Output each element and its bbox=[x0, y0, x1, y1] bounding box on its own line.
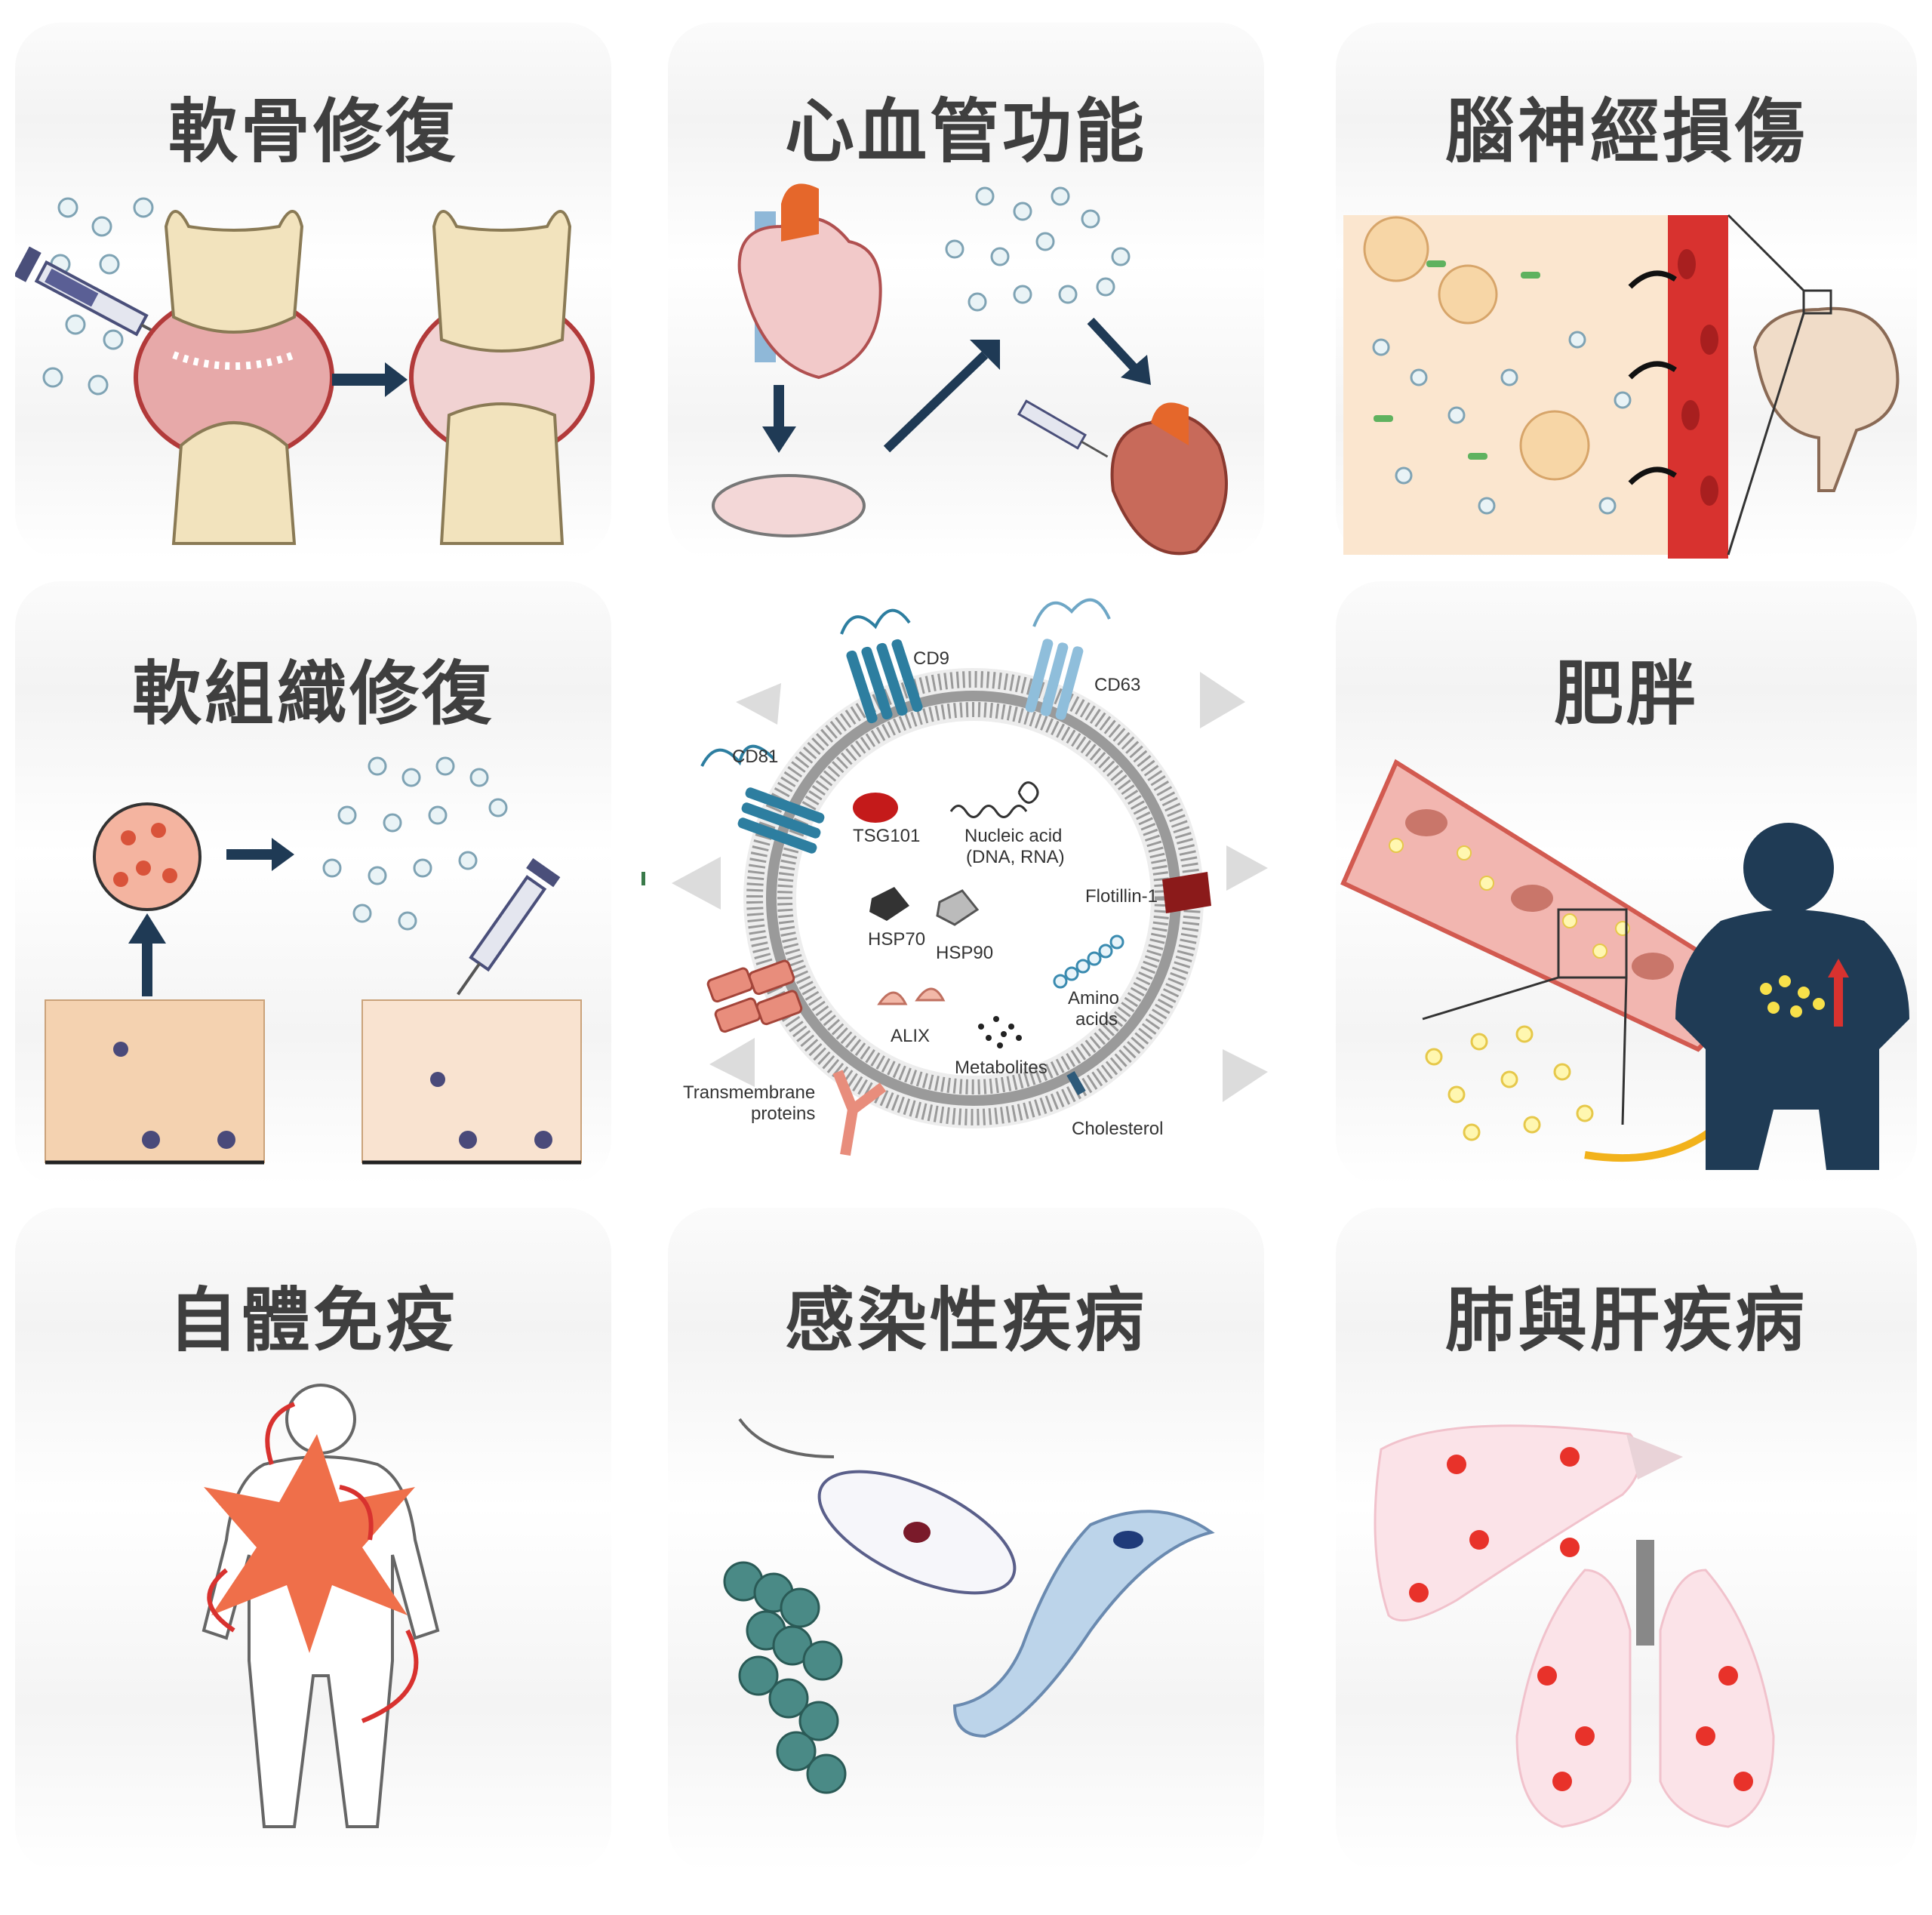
autoimmune-illustration bbox=[202, 1384, 440, 1828]
cartilage-illustration bbox=[15, 197, 595, 545]
cd63-protein bbox=[1025, 639, 1084, 720]
cardiovascular-illustration bbox=[712, 183, 1228, 556]
panel-obesity: 肥胖 bbox=[1336, 581, 1917, 1185]
panel-infectious-disease: 感染性疾病 bbox=[668, 1208, 1264, 1872]
label-transmembrane: Transmembrane bbox=[683, 1082, 815, 1103]
cholesterol-icon bbox=[1066, 1071, 1086, 1095]
label-hsp70: HSP70 bbox=[868, 929, 925, 950]
panel-cardiovascular: 心血管功能 bbox=[668, 23, 1264, 559]
label-amino: Amino bbox=[1068, 988, 1119, 1008]
amino-acids-icon bbox=[1053, 934, 1124, 989]
panel-soft-tissue-repair: 軟組織修復 bbox=[15, 581, 611, 1185]
nerve-illustration bbox=[1343, 214, 1900, 559]
label-cd63: CD63 bbox=[1094, 675, 1140, 695]
lungs-icon bbox=[1515, 1569, 1775, 1828]
panel-cartilage-repair: 軟骨修復 bbox=[15, 23, 611, 559]
panel-title: 肺與肝疾病 bbox=[1444, 1280, 1807, 1361]
label-acids: acids bbox=[1075, 1009, 1118, 1030]
liver-icon bbox=[1374, 1424, 1641, 1622]
flotillin-icon bbox=[1162, 872, 1211, 913]
inflammation-burst-icon bbox=[204, 1434, 415, 1653]
panel-nerve-injury: 腦神經損傷 bbox=[1336, 23, 1917, 559]
label-alix: ALIX bbox=[891, 1026, 930, 1046]
cd9-protein bbox=[846, 639, 923, 724]
lung-liver-illustration bbox=[1374, 1424, 1775, 1828]
hsp70-icon bbox=[869, 887, 909, 921]
alix-icon bbox=[877, 987, 946, 1005]
metabolites-icon bbox=[978, 1016, 1022, 1048]
label-nucleic-acid: Nucleic acid bbox=[964, 826, 1062, 846]
label-cd81: CD81 bbox=[732, 747, 778, 767]
panel-title: 腦神經損傷 bbox=[1444, 91, 1807, 172]
panel-autoimmune: 自體免疫 bbox=[15, 1208, 611, 1872]
infectious-illustration bbox=[723, 1418, 1215, 1794]
label-dna-rna: (DNA, RNA) bbox=[966, 847, 1065, 867]
panel-title: 肥胖 bbox=[1553, 654, 1699, 734]
parasite-icon bbox=[952, 1510, 1215, 1738]
label-hsp90: HSP90 bbox=[936, 943, 993, 963]
cd81-protein bbox=[737, 787, 825, 854]
transmembrane-proteins-icon bbox=[706, 959, 803, 1033]
label-cd9: CD9 bbox=[913, 648, 949, 669]
repaired-joint bbox=[409, 210, 595, 545]
panel-title: 心血管功能 bbox=[784, 91, 1147, 172]
arrow-right-icon bbox=[332, 362, 408, 397]
panel-lung-liver-disease: 肺與肝疾病 bbox=[1336, 1208, 1917, 1872]
bacterium-icon bbox=[817, 1470, 1017, 1595]
obese-person-icon bbox=[1675, 823, 1909, 1170]
panel-title: 軟骨修復 bbox=[168, 91, 458, 172]
soft-tissue-illustration bbox=[45, 756, 582, 1165]
tsg101-icon bbox=[853, 793, 898, 823]
lesion-markers bbox=[1409, 1447, 1753, 1791]
hsp90-icon bbox=[936, 889, 980, 926]
nucleic-acid-icon bbox=[949, 805, 1028, 818]
label-cholesterol: Cholesterol bbox=[1072, 1119, 1163, 1139]
label-proteins: proteins bbox=[751, 1104, 815, 1124]
panel-title: 自體免疫 bbox=[168, 1280, 458, 1361]
exosome-diagram: CD9 CD63 CD81 TSG101 Nucleic acid (DNA, … bbox=[626, 581, 1309, 1185]
heart-icon bbox=[737, 183, 882, 380]
obesity-illustration bbox=[1340, 759, 1909, 1170]
label-flotillin: Flotillin-1 bbox=[1085, 886, 1158, 907]
label-tsg101: TSG101 bbox=[853, 826, 920, 846]
damaged-joint bbox=[134, 210, 334, 545]
exosome-svg: CD9 CD63 CD81 TSG101 Nucleic acid (DNA, … bbox=[641, 598, 1309, 1156]
panel-title: 軟組織修復 bbox=[131, 654, 494, 734]
cocci-chain-icon bbox=[723, 1561, 847, 1794]
panel-title: 感染性疾病 bbox=[784, 1280, 1147, 1361]
label-metabolites: Metabolites bbox=[955, 1058, 1048, 1078]
